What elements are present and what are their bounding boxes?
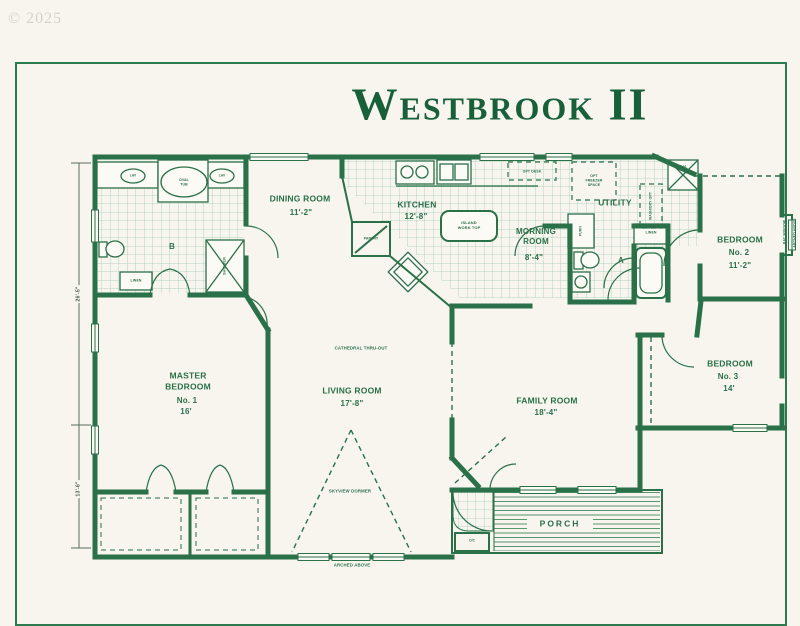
porch-door <box>489 463 517 491</box>
family-room-label: FAMILY ROOM <box>516 395 578 406</box>
lav-left-label: LAV <box>129 174 137 178</box>
lav-right <box>209 168 235 184</box>
shower-x <box>205 239 245 293</box>
bath-b-label: B <box>169 242 175 251</box>
bath-a-label: A <box>618 256 624 265</box>
dashed-lines <box>100 161 780 553</box>
step-label: O/C <box>469 539 475 543</box>
bath-b-hall-door <box>245 225 279 259</box>
island-work-top-label: ISLAND WORK TOP <box>457 221 481 230</box>
pantry-door <box>354 225 388 254</box>
entry-arch <box>454 436 507 484</box>
sink-bowl-right <box>415 165 429 179</box>
pantry-label: PANTRY <box>363 236 379 241</box>
skyview-dormer-outline <box>291 429 412 553</box>
opt-freezer-label: OPT FREEZER SPACE <box>585 174 603 187</box>
opt-desk-label: OPT DESK <box>522 169 542 174</box>
lav-left <box>120 168 146 184</box>
bay-window-label: BAY WINDOW <box>782 219 787 245</box>
living-room-size: 17'-8" <box>340 399 364 408</box>
pantry-closet <box>351 221 391 257</box>
bedroom2-label: BEDROOM <box>717 234 763 245</box>
kitchen-label: KITCHEN <box>397 199 437 210</box>
furnace-label: FURN <box>578 225 583 237</box>
toilet-a-bowl <box>580 251 600 269</box>
oval-tub-label: OVAL TUB <box>179 178 189 187</box>
living-room-label: LIVING ROOM <box>322 385 382 396</box>
range-right <box>454 163 469 181</box>
utility-door <box>514 225 546 257</box>
master-bedroom-number: No. 1 <box>176 396 198 405</box>
bedroom2-number: No. 2 <box>728 248 750 257</box>
linen-master-box <box>119 271 153 291</box>
lav-right-label: LAV <box>218 174 226 178</box>
bedroom2-size: 11'-2" <box>728 261 752 270</box>
morning-room-size: 8'-4" <box>524 253 544 262</box>
dimension-left-lower: 13'-6" <box>75 479 83 499</box>
island-work-top <box>440 210 498 242</box>
door-swings <box>145 225 701 532</box>
porch-label: PORCH <box>539 518 581 529</box>
dining-room-size: 11'-2" <box>289 208 313 217</box>
hall-door <box>607 267 641 301</box>
closet-shelves-left <box>100 497 182 551</box>
kitchen-size: 12'-8" <box>404 212 428 221</box>
toilet-b-bowl <box>105 240 125 258</box>
arched-above-bottom-label: ARCHED ABOVE <box>333 563 371 568</box>
windows <box>91 153 796 561</box>
plan-title: Westbrook II <box>351 78 649 130</box>
utility-label: UTILITY <box>598 197 632 208</box>
sink-bowl-left <box>400 165 414 179</box>
lav-a-bowl <box>574 275 588 289</box>
arched-above-right-label: ARCHED ABOVE <box>792 218 797 248</box>
shower-label: SHOWER <box>222 257 227 275</box>
bedroom3-size: 14' <box>723 384 735 393</box>
bedroom3-door <box>661 334 695 368</box>
bath-a-door <box>603 257 635 289</box>
copyright-watermark: © 2025 <box>8 10 63 27</box>
wash-dry-area <box>639 183 663 229</box>
bedroom3-number: No. 3 <box>717 372 739 381</box>
closet-doors-right <box>205 464 235 493</box>
bath-b-doors <box>149 268 191 296</box>
bedroom2-door <box>663 229 701 267</box>
porch-decking <box>451 489 663 554</box>
cathedral-note: CATHEDRAL THRU-OUT <box>334 346 388 351</box>
closet-doors-left <box>145 464 177 493</box>
linen-master-label: LINEN <box>130 278 142 283</box>
linen-hall-label: LINEN <box>645 230 657 235</box>
floor-plan-drawing <box>71 152 796 561</box>
thin-walls <box>188 175 793 555</box>
bedroom3-label: BEDROOM <box>707 358 753 369</box>
oval-tub <box>160 166 208 198</box>
water-heater-label: W.H. <box>679 164 687 169</box>
wash-dry-label: WASH/DRY OPT <box>648 191 653 221</box>
tiled-floor <box>97 160 698 532</box>
master-bedroom-label: MASTER BEDROOM <box>165 370 211 391</box>
kitchen-counter-diagonal <box>389 255 453 309</box>
master-entry-door <box>245 296 268 328</box>
family-room-size: 18'-4" <box>534 408 558 417</box>
opt-freezer-space <box>571 161 617 201</box>
opt-desk-area <box>507 161 557 181</box>
range-left <box>439 163 454 181</box>
bathtub-a-inner <box>639 252 663 294</box>
front-entry-swing <box>452 491 493 532</box>
floor-plan-page: © 2025 Westbrook II <box>8 10 797 626</box>
skyview-dormer-label: SKYVIEW DORMER <box>328 489 372 494</box>
master-bedroom-size: 16' <box>180 407 192 416</box>
closet-shelves-right <box>195 497 259 551</box>
morning-room-label: MORNING ROOM <box>515 227 557 246</box>
dining-room-label: DINING ROOM <box>269 193 331 204</box>
dimension-left-upper: 26'-5" <box>75 284 83 304</box>
